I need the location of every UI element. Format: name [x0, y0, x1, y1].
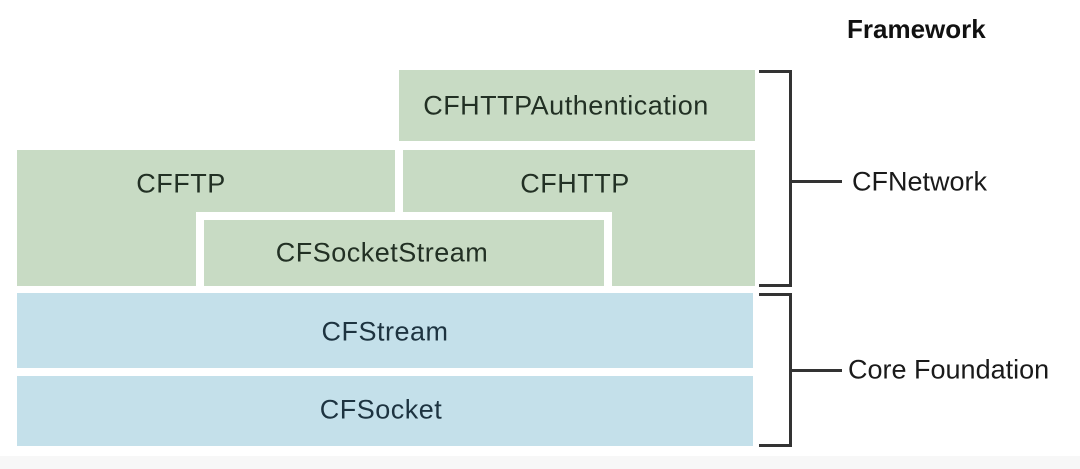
- cfnetwork-bracket-bottom-tick: [759, 284, 792, 287]
- cfnetwork-bracket-top-tick: [759, 70, 792, 73]
- core-foundation-bracket-bottom-tick: [759, 444, 792, 447]
- core-foundation-bracket-vertical: [789, 293, 792, 447]
- box-label-cfsocketstream: CFSocketStream: [275, 237, 489, 268]
- cfnetwork-bracket-label-tick: [792, 180, 842, 183]
- box-label-cfftp: CFFTP: [136, 168, 226, 199]
- cfnetwork-group-label: CFNetwork: [852, 166, 988, 197]
- cfnetwork-bracket-vertical: [789, 70, 792, 287]
- box-cfstream: [17, 293, 753, 368]
- box-label-cfstream: CFStream: [321, 316, 449, 347]
- box-cfsocket: [17, 376, 753, 446]
- bottom-edge-band: [0, 456, 1080, 469]
- framework-heading: Framework: [847, 14, 986, 44]
- core-foundation-bracket-label-tick: [792, 369, 842, 372]
- box-cfhttpauthentication: [399, 70, 755, 141]
- core-foundation-group-label: Core Foundation: [848, 354, 1050, 385]
- box-label-cfsocket: CFSocket: [319, 394, 443, 425]
- box-cfsocketstream: [196, 212, 612, 294]
- box-label-cfhttpauthentication: CFHTTPAuthentication: [423, 90, 709, 121]
- core-foundation-bracket-top-tick: [759, 293, 792, 296]
- box-label-cfhttp: CFHTTP: [520, 168, 630, 199]
